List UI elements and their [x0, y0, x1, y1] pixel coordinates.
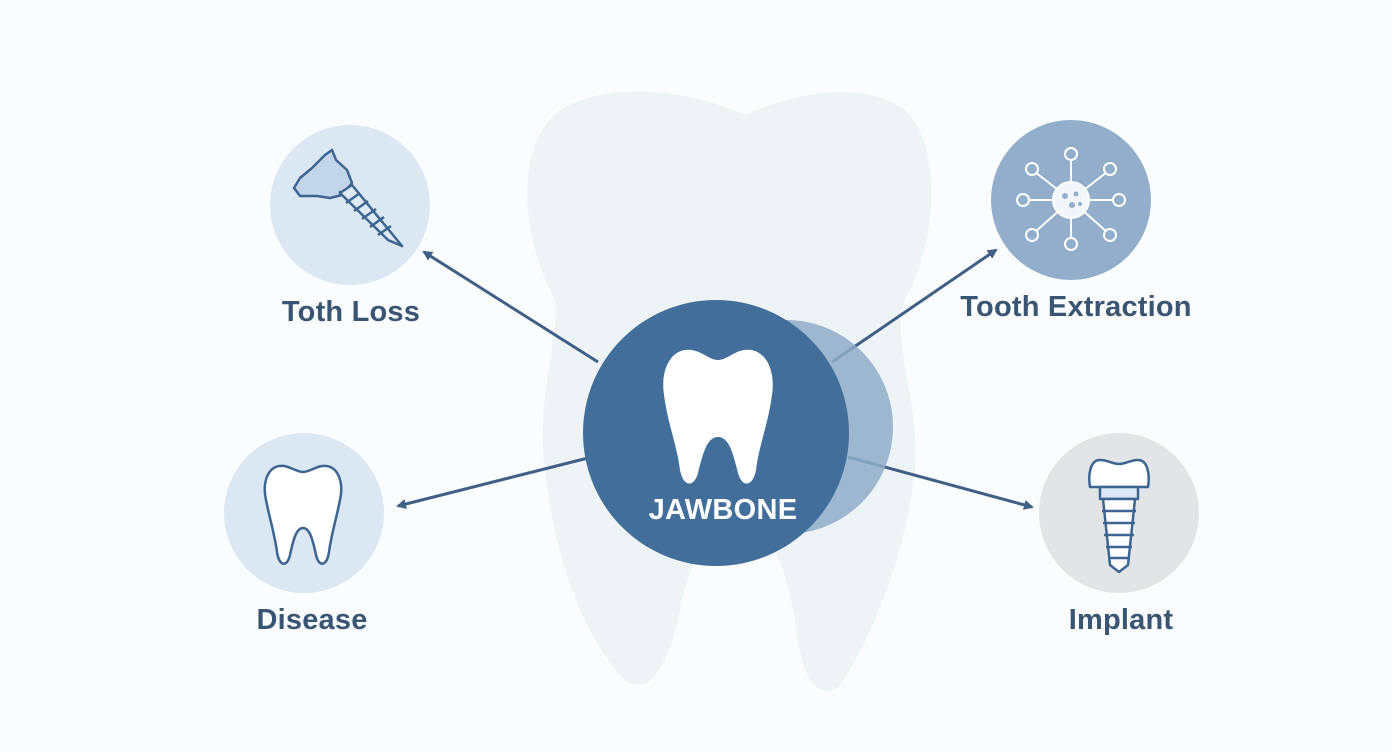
arrow-to-tooth-loss [422, 250, 599, 364]
node-tooth-extraction [991, 120, 1151, 280]
dental-implant-icon [1088, 458, 1150, 574]
center-label: JAWBONE [648, 494, 798, 526]
arrows [396, 248, 1034, 510]
label-disease: Disease [256, 604, 368, 636]
node-disease [224, 433, 384, 593]
node-implant [1039, 433, 1199, 593]
node-tooth-loss-circle [270, 125, 430, 285]
label-implant: Implant [1068, 604, 1174, 636]
tooth-icon [663, 349, 773, 484]
tooth-outline-icon [263, 464, 343, 565]
dental-screw-icon [292, 148, 404, 248]
node-tooth-loss [270, 125, 430, 285]
arrow-to-tooth-extraction [831, 248, 998, 364]
arrow-to-disease [396, 456, 589, 509]
molecule-icon [1016, 147, 1126, 251]
label-tooth-loss: Toth Loss [281, 296, 421, 328]
label-tooth-extraction: Tooth Extraction [960, 291, 1192, 323]
